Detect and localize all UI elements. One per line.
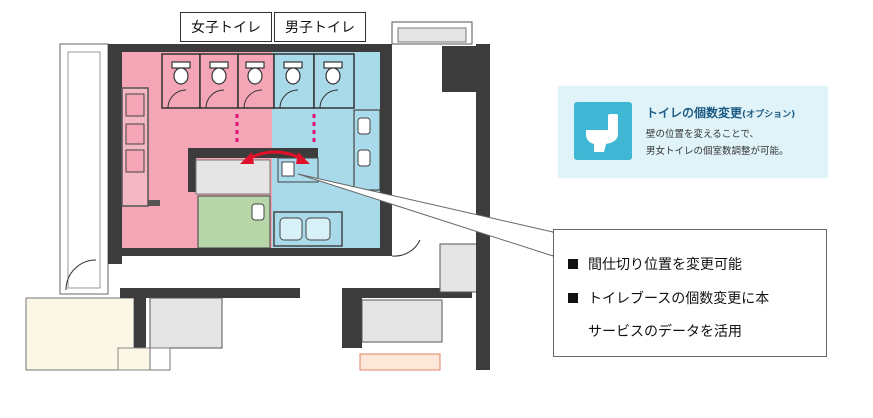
callout-item-2: トイレブースの個数変更に本 [568, 288, 769, 308]
left-building [25, 43, 151, 371]
corridor-doors [65, 239, 421, 291]
toilet-icon [574, 102, 632, 160]
multipurpose-zone [197, 195, 271, 249]
info-card-title: トイレの個数変更(オプション) [646, 106, 796, 120]
partition-lines [235, 114, 316, 146]
bullet-square-icon [568, 259, 578, 269]
men-sinks [273, 211, 343, 247]
lower-walls [108, 21, 490, 371]
women-restroom-label: 女子トイレ [180, 12, 272, 42]
partition-move-arrow [240, 150, 310, 164]
callout-item-2-continued: サービスのデータを活用 [588, 324, 742, 340]
callout-box: 間仕切り位置を変更可能 トイレブースの個数変更に本 サービスのデータを活用 [553, 229, 827, 357]
info-card-description: 壁の位置を変えることで、 男女トイレの個室数調整が可能。 [646, 126, 789, 160]
callout-item-1: 間仕切り位置を変更可能 [568, 254, 742, 274]
info-card-desc-line2: 男女トイレの個室数調整が可能。 [646, 146, 789, 157]
info-card-title-suffix: (オプション) [742, 110, 796, 120]
info-card-desc-line1: 壁の位置を変えることで、 [646, 129, 760, 140]
bullet-square-icon [568, 293, 578, 303]
center-core [188, 148, 319, 195]
info-card: トイレの個数変更(オプション) 壁の位置を変えることで、 男女トイレの個室数調整… [558, 86, 828, 178]
toilet-fixtures [171, 61, 343, 85]
booth-doors [167, 89, 339, 109]
men-restroom-label: 男子トイレ [274, 12, 366, 42]
